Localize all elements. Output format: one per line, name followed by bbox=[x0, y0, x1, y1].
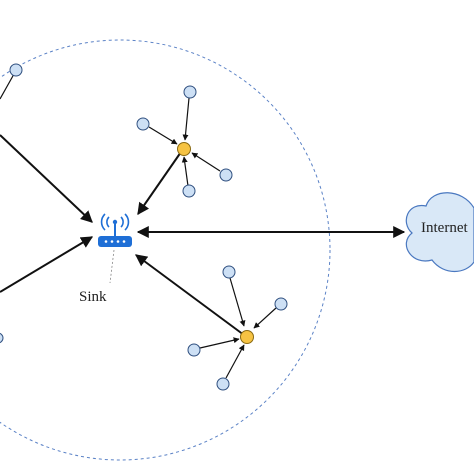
sensor-node-icon bbox=[222, 265, 236, 279]
edge-node-top-left bbox=[0, 73, 15, 100]
edge-top-left-to-sink bbox=[0, 134, 93, 223]
cluster-head-icon bbox=[240, 330, 254, 344]
edge-cluster1-sink bbox=[137, 151, 182, 215]
wireless-router-icon bbox=[98, 213, 132, 247]
sensor-node-icon bbox=[216, 377, 230, 391]
edge-c2-n2 bbox=[253, 307, 277, 329]
edge-c2-n4 bbox=[225, 344, 245, 379]
sensor-node-icon bbox=[219, 168, 233, 182]
network-boundary bbox=[0, 39, 331, 461]
edge-c2-n1 bbox=[229, 277, 246, 327]
edge-c1-n2 bbox=[148, 126, 178, 145]
sensor-node-icon bbox=[183, 85, 197, 99]
sensor-node-icon bbox=[9, 63, 23, 77]
sink-label: Sink bbox=[79, 289, 107, 305]
cloud-icon bbox=[405, 192, 474, 273]
edge-c1-n3 bbox=[191, 152, 221, 172]
sink-label-leader bbox=[109, 249, 115, 284]
cluster-head-icon bbox=[177, 142, 191, 156]
sensor-node-icon bbox=[274, 297, 288, 311]
sensor-node-icon bbox=[0, 332, 4, 344]
sensor-node-icon bbox=[187, 343, 201, 357]
sensor-node-icon bbox=[182, 184, 196, 198]
edge-c1-n1 bbox=[182, 97, 190, 141]
edge-cluster2-sink bbox=[135, 254, 245, 336]
cloud-label: Internet bbox=[421, 220, 468, 236]
sensor-node-icon bbox=[136, 117, 150, 131]
edge-c1-n4 bbox=[181, 156, 189, 187]
edge-c2-n3 bbox=[199, 337, 240, 349]
edge-bottom-left-to-sink bbox=[0, 236, 94, 293]
